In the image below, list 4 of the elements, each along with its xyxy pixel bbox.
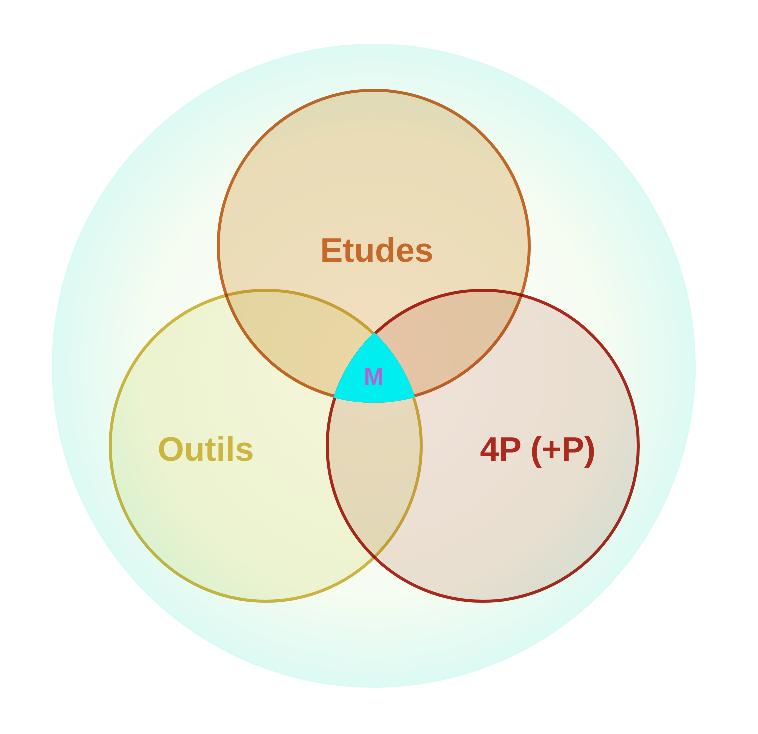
- venn-label: 4P (+P): [480, 433, 596, 467]
- venn-label: Etudes: [320, 234, 434, 268]
- venn-label: M: [364, 366, 384, 390]
- venn-label: Outils: [158, 433, 254, 467]
